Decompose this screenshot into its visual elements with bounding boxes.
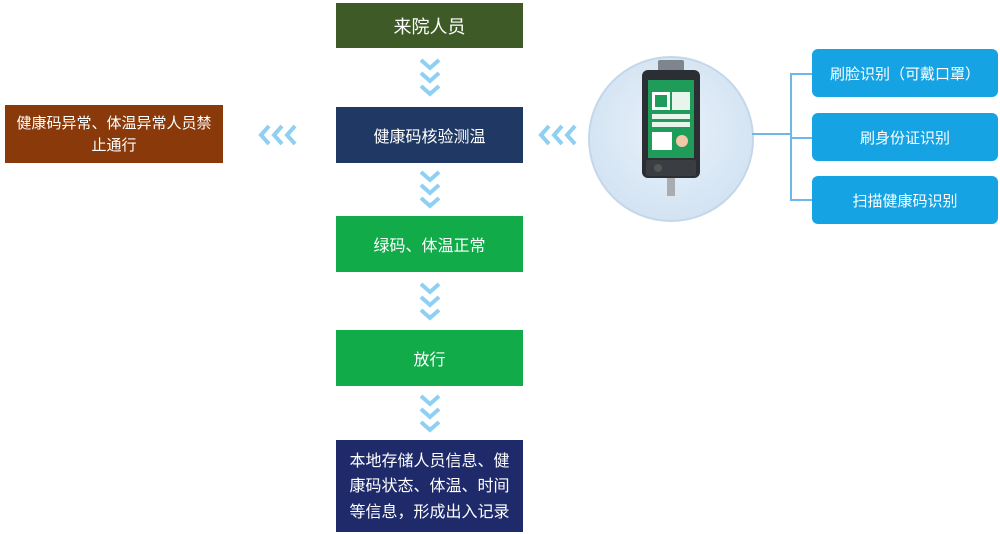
down-chevron-icon	[419, 394, 441, 433]
id-card-method: 刷身份证识别	[812, 113, 998, 161]
down-chevron-icon	[419, 170, 441, 209]
record-storage-label: 本地存储人员信息、健康码状态、体温、时间等信息，形成出入记录	[349, 450, 510, 521]
scan-health-code-label: 扫描健康码识别	[852, 191, 958, 210]
normal-result-node: 绿码、体温正常	[336, 216, 523, 272]
down-chevron-icon	[419, 58, 441, 97]
pass-label: 放行	[413, 350, 446, 369]
connector-line	[790, 137, 812, 139]
deny-node: 健康码异常、体温异常人员禁止通行	[5, 105, 223, 163]
id-card-label: 刷身份证识别	[859, 128, 950, 147]
arrival-node: 来院人员	[336, 3, 523, 48]
left-chevron-icon	[258, 124, 297, 146]
down-chevron-icon	[419, 282, 441, 321]
normal-result-label: 绿码、体温正常	[373, 236, 486, 255]
record-storage-node: 本地存储人员信息、健康码状态、体温、时间等信息，形成出入记录	[336, 440, 523, 532]
connector-line	[752, 133, 792, 135]
left-chevron-icon	[538, 124, 577, 146]
pass-node: 放行	[336, 330, 523, 386]
face-recognition-method: 刷脸识别（可戴口罩）	[812, 49, 998, 97]
deny-label: 健康码异常、体温异常人员禁止通行	[16, 113, 212, 155]
connector-line	[790, 73, 792, 200]
arrival-label: 来院人员	[393, 16, 466, 38]
connector-line	[790, 199, 812, 201]
face-recognition-label: 刷脸识别（可戴口罩）	[829, 64, 980, 83]
health-code-check-label: 健康码核验测温	[373, 127, 486, 146]
scan-health-code-method: 扫描健康码识别	[812, 176, 998, 224]
device-illustration	[588, 56, 754, 222]
face-recognition-terminal-icon	[642, 60, 700, 196]
health-code-check-node: 健康码核验测温	[336, 107, 523, 163]
connector-line	[790, 73, 812, 75]
